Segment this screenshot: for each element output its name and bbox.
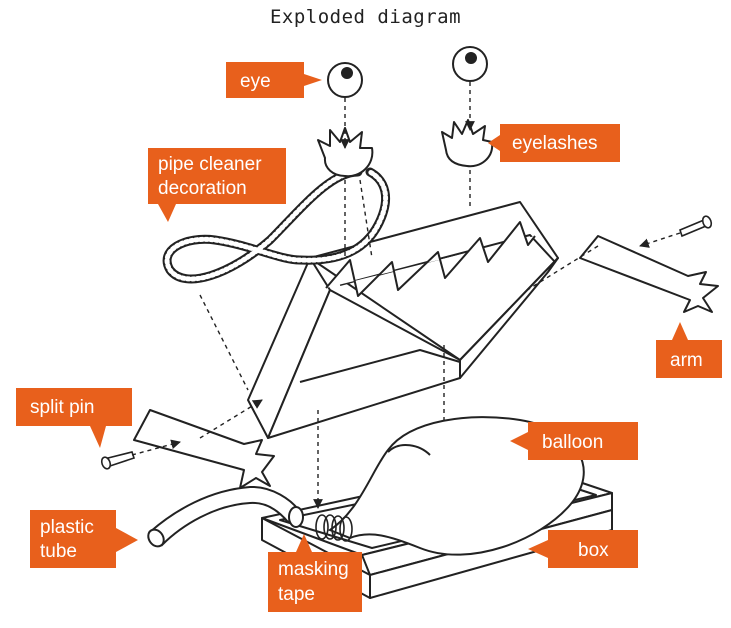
label-pipe-cleaner-1: pipe cleaner xyxy=(158,154,262,175)
callout-arm: arm xyxy=(656,322,722,378)
label-balloon: balloon xyxy=(542,432,603,453)
split-pin-right xyxy=(680,215,713,236)
arm-right xyxy=(580,236,718,312)
label-eye: eye xyxy=(240,71,271,92)
label-plastic-tube-2: tube xyxy=(40,541,77,562)
label-eyelashes: eyelashes xyxy=(512,133,598,154)
split-pin-left xyxy=(100,452,134,470)
label-split-pin: split pin xyxy=(30,397,94,418)
label-masking-tape-1: masking xyxy=(278,559,349,580)
callout-eyelashes: eyelashes xyxy=(488,124,620,162)
eyelash-right xyxy=(442,120,492,166)
eye-left xyxy=(328,63,362,97)
eye-right xyxy=(453,47,487,81)
callout-balloon: balloon xyxy=(510,422,638,460)
callout-split-pin: split pin xyxy=(16,388,132,448)
label-plastic-tube-1: plastic xyxy=(40,517,94,538)
label-pipe-cleaner-2: decoration xyxy=(158,178,247,199)
head-box xyxy=(248,202,558,438)
label-arm: arm xyxy=(670,350,703,371)
callout-plastic-tube: plastic tube xyxy=(30,510,138,568)
eyelash-left xyxy=(318,128,372,176)
callout-pipe-cleaner: pipe cleaner decoration xyxy=(148,148,286,222)
arm-left xyxy=(134,410,274,488)
label-masking-tape-2: tape xyxy=(278,584,315,605)
label-box: box xyxy=(578,540,609,561)
callout-eye: eye xyxy=(226,62,322,98)
